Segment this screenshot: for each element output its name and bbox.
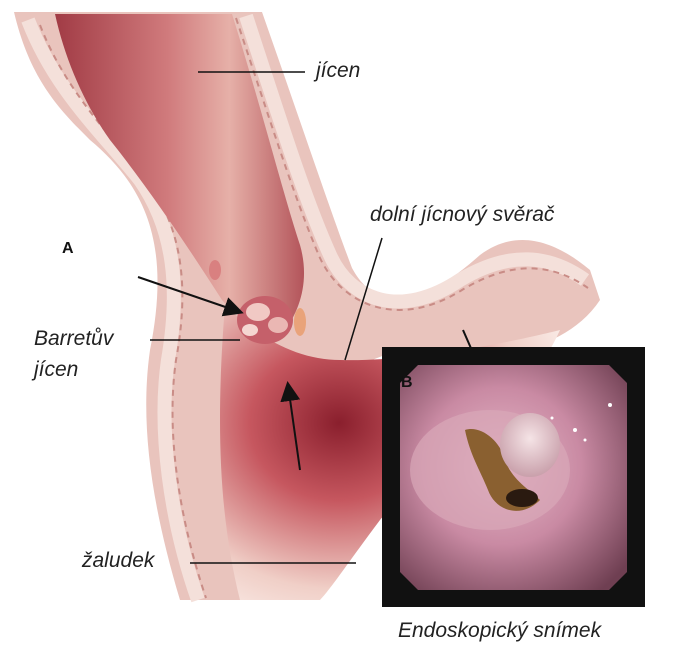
panel-label-b: B [401, 374, 413, 392]
label-esophagus: jícen [316, 58, 360, 83]
endoscopy-caption: Endoskopický snímek [398, 619, 601, 643]
label-lower-sphincter: dolní jícnový svěrač [370, 202, 554, 227]
label-barrett-line2: jícen [34, 357, 78, 382]
panel-label-a: A [62, 240, 74, 258]
label-barrett-line1: Barretův [34, 326, 113, 351]
endoscopy-inset [382, 347, 645, 607]
label-stomach: žaludek [82, 548, 154, 573]
